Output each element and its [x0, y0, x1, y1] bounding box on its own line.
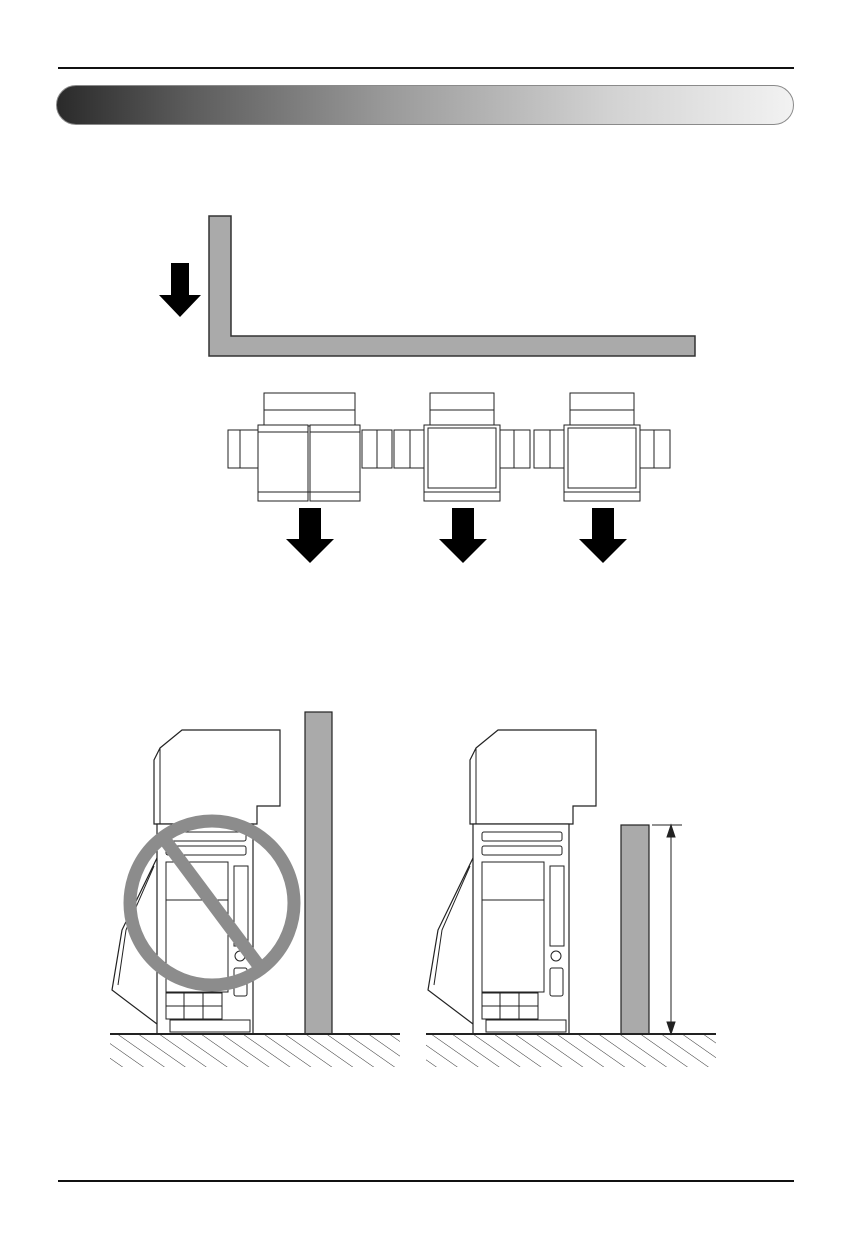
wind-arrow-icon — [159, 263, 201, 317]
outdoor-unit-single-b — [534, 393, 670, 501]
ground-hatch — [426, 1035, 716, 1067]
outdoor-unit-single-a — [394, 393, 530, 501]
height-dimension — [652, 825, 682, 1034]
tall-wall — [305, 712, 332, 1034]
ground-hatch — [110, 1035, 400, 1067]
airflow-arrow-icon — [579, 508, 627, 563]
prohibited-panel — [110, 712, 400, 1067]
section-banner — [56, 85, 794, 125]
wall-height-figure — [0, 690, 851, 1080]
airflow-arrow-icon — [439, 508, 487, 563]
l-shaped-wall — [209, 216, 695, 356]
top-rule — [58, 67, 794, 69]
low-wall — [621, 825, 649, 1034]
outdoor-unit-double — [228, 393, 392, 501]
airflow-arrow-icon — [286, 508, 334, 563]
bottom-rule — [58, 1180, 794, 1182]
wind-direction-figure — [0, 190, 851, 580]
allowed-panel — [426, 730, 716, 1067]
